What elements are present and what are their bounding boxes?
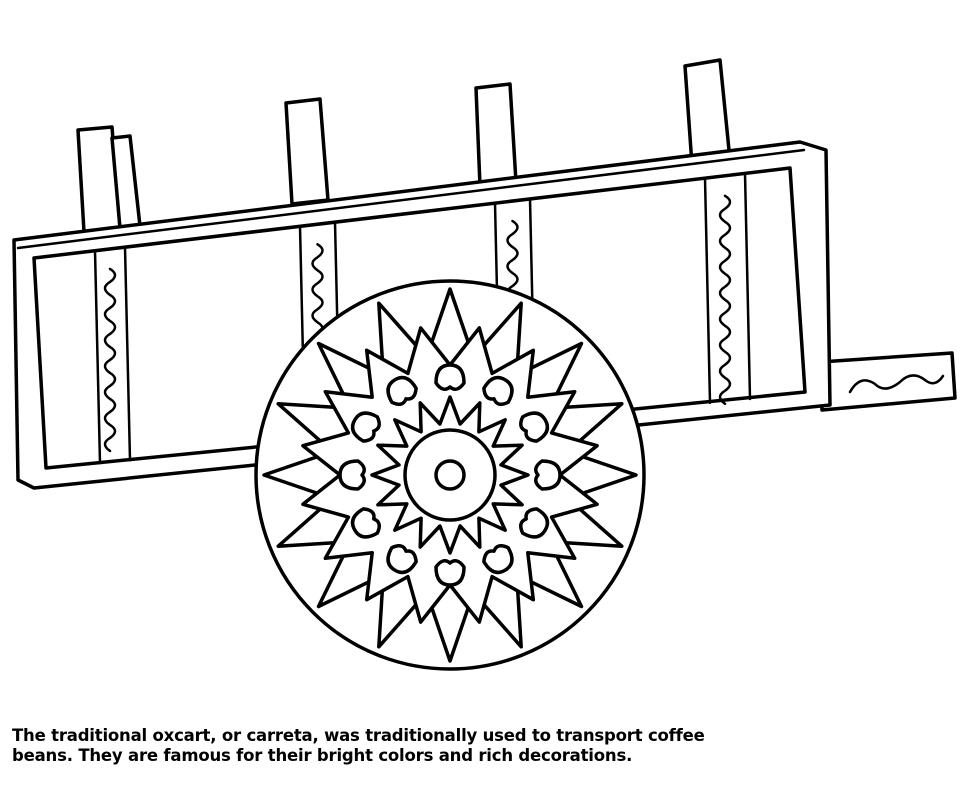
petal-ornament xyxy=(338,459,366,491)
carved-panel-divider xyxy=(703,172,752,405)
petal-ornament xyxy=(482,375,514,406)
oxcart-illustration xyxy=(12,58,957,671)
tongue xyxy=(818,351,957,412)
wheel xyxy=(254,279,646,671)
petal-ornament xyxy=(482,544,514,575)
petal-ornament xyxy=(519,411,550,443)
caption: The traditional oxcart, or carreta, was … xyxy=(12,726,812,766)
scroll-ornament xyxy=(103,267,117,453)
petal-ornament xyxy=(350,411,381,443)
petal-ornament xyxy=(350,507,381,539)
petal-ornament xyxy=(386,375,418,406)
petal-ornament xyxy=(534,459,562,491)
caption-line-1: The traditional oxcart, or carreta, was … xyxy=(12,726,705,745)
scroll-ornament xyxy=(718,194,732,406)
caption-line-2: beans. They are famous for their bright … xyxy=(12,746,633,765)
petal-ornament xyxy=(519,507,550,539)
carved-panel-divider xyxy=(93,245,132,465)
petal-ornament xyxy=(434,363,466,391)
petal-ornament xyxy=(386,544,418,575)
petal-ornament xyxy=(434,559,466,587)
